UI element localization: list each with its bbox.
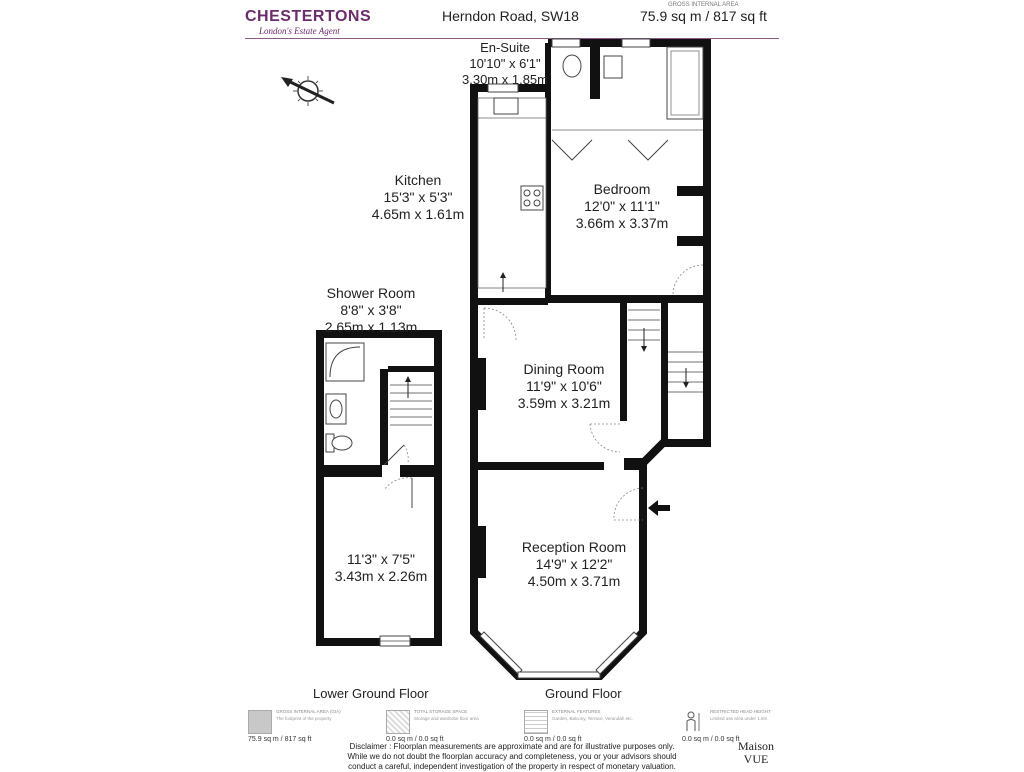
legend-external-desc: Garden, Balcony, Terrace, Verandah etc. (552, 716, 633, 721)
lower-room-metric: 3.43m x 2.26m (334, 568, 428, 584)
room-label-reception-room: Reception Room 14'9" x 12'2" 4.50m x 3.7… (506, 539, 642, 590)
floor-label-lower-ground: Lower Ground Floor (313, 686, 429, 701)
disclaimer-line-2: While we do not doubt the floorplan accu… (347, 752, 677, 761)
disclaimer-line-3: conduct a careful, independent investiga… (348, 762, 676, 771)
legend-storage-value: 0.0 sq m / 0.0 sq ft (386, 736, 444, 743)
brand-tagline: London's Estate Agent (259, 26, 340, 36)
room-label-shower-room: Shower Room 8'8" x 3'8" 2.65m x 1.13m (318, 285, 424, 336)
room-label-kitchen: Kitchen 15'3" x 5'3" 4.65m x 1.61m (366, 172, 470, 223)
legend-gia-title: GROSS INTERNAL AREA (GIA) (276, 709, 341, 714)
ensuite-imperial: 10'10" x 6'1" (469, 56, 541, 71)
ensuite-name: En-Suite (480, 40, 530, 55)
legend-external-value: 0.0 sq m / 0.0 sq ft (524, 736, 582, 743)
compass-icon (281, 76, 335, 106)
shower-room-metric: 2.65m x 1.13m (324, 319, 418, 335)
legend-head-height-value: 0.0 sq m / 0.0 sq ft (682, 736, 740, 743)
lower-room-imperial: 11'3" x 7'5" (347, 551, 415, 567)
hatched-square-icon (386, 710, 410, 734)
ensuite-metric: 3.30m x 1.85m (462, 72, 548, 87)
maison-vue-line-1: Maison (738, 739, 774, 753)
bedroom-imperial: 12'0" x 11'1" (584, 198, 660, 214)
header-divider (245, 38, 779, 39)
solid-square-icon (248, 710, 272, 734)
kitchen-name: Kitchen (394, 172, 442, 188)
legend-head-height-desc: Limited use area under 1.5m (710, 716, 768, 721)
room-label-lower-room: 11'3" x 7'5" 3.43m x 2.26m (328, 551, 434, 585)
person-icon (682, 710, 704, 732)
brand-name: CHESTERTONS (245, 8, 372, 25)
legend-head-height-title: RESTRICTED HEAD HEIGHT (710, 709, 771, 714)
legend-gia-value: 75.9 sq m / 817 sq ft (248, 736, 312, 743)
room-label-dining-room: Dining Room 11'9" x 10'6" 3.59m x 3.21m (504, 361, 624, 412)
lower-ground-floor-plan (316, 330, 442, 647)
dining-room-imperial: 11'9" x 10'6" (526, 378, 602, 394)
room-label-bedroom: Bedroom 12'0" x 11'1" 3.66m x 3.37m (564, 181, 680, 232)
disclaimer: Disclaimer : Floorplan measurements are … (342, 742, 682, 772)
ground-floor-plan (470, 38, 711, 680)
maison-vue-line-2: VUE (743, 752, 769, 766)
shower-room-name: Shower Room (326, 285, 416, 301)
legend-external-title: EXTERNAL FEATURES (552, 709, 601, 714)
dining-room-metric: 3.59m x 3.21m (517, 395, 611, 411)
kitchen-metric: 4.65m x 1.61m (371, 206, 465, 222)
legend-storage-title: TOTAL STORAGE SPACE (414, 709, 468, 714)
property-address: Herndon Road, SW18 (442, 8, 579, 24)
bedroom-name: Bedroom (593, 181, 651, 197)
legend-gia-desc: The footprint of the property (276, 716, 332, 721)
dining-room-name: Dining Room (523, 361, 605, 377)
brand-logo: CHESTERTONS London's Estate Agent (245, 8, 371, 36)
gia-value: 75.9 sq m / 817 sq ft (640, 8, 767, 24)
reception-room-name: Reception Room (521, 539, 627, 555)
floor-label-ground: Ground Floor (545, 686, 622, 701)
shower-room-imperial: 8'8" x 3'8" (340, 302, 402, 318)
reception-room-metric: 4.50m x 3.71m (527, 573, 621, 589)
maison-vue-logo: Maison VUE (738, 740, 774, 766)
disclaimer-line-1: Disclaimer : Floorplan measurements are … (349, 742, 675, 751)
legend-storage-desc: Storage and wardrobe floor area (414, 716, 479, 721)
room-label-ensuite: En-Suite 10'10" x 6'1" 3.30m x 1.85m (460, 40, 550, 88)
grid-square-icon (524, 710, 548, 734)
gia-label: GROSS INTERNAL AREA (668, 2, 739, 8)
reception-room-imperial: 14'9" x 12'2" (535, 556, 613, 572)
kitchen-imperial: 15'3" x 5'3" (383, 189, 453, 205)
bedroom-metric: 3.66m x 3.37m (575, 215, 669, 231)
